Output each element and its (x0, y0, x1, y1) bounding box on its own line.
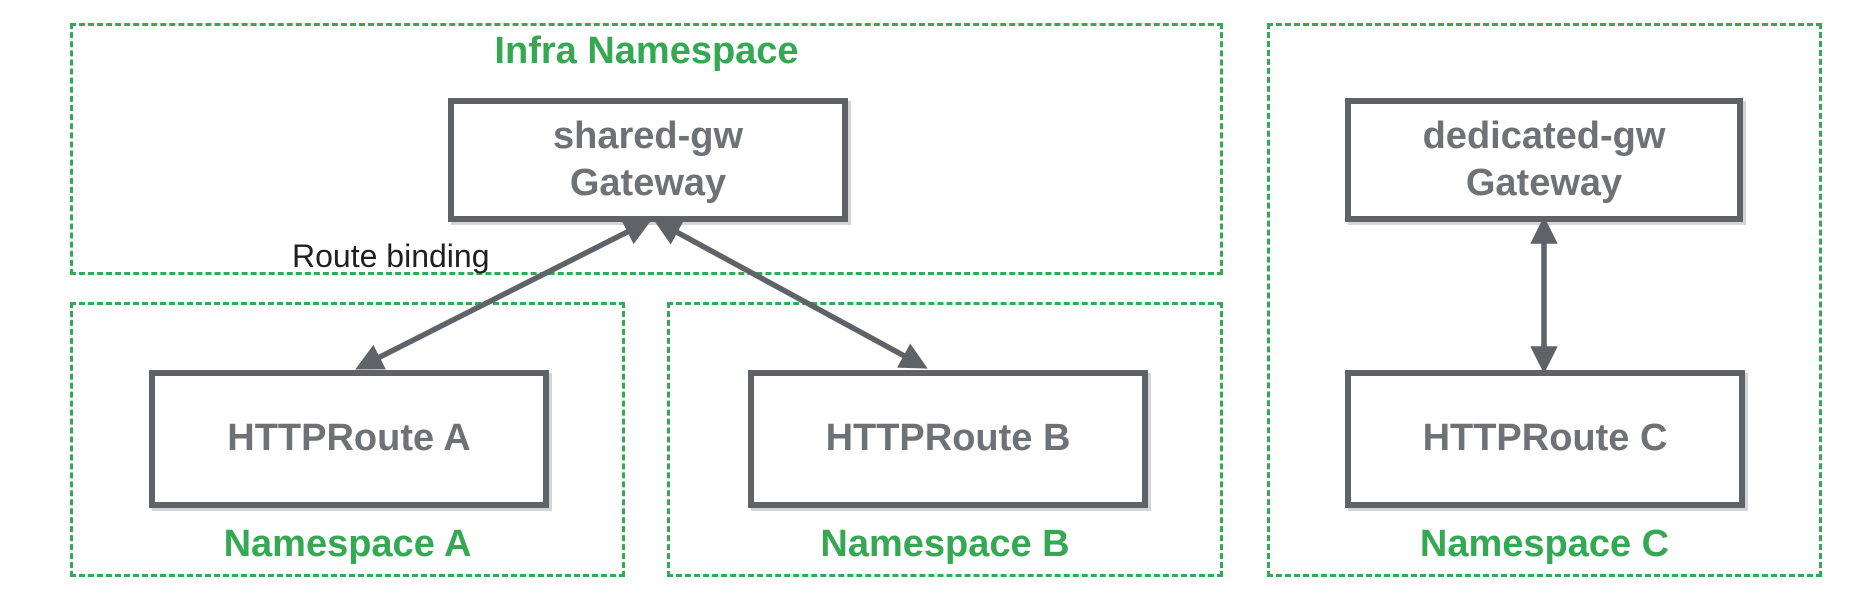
namespace-b-label: Namespace B (820, 523, 1070, 565)
shared-gw-kind: Gateway (569, 162, 727, 204)
namespace-a-box: HTTPRoute A Namespace A (70, 302, 625, 577)
httproute-a-node: HTTPRoute A (149, 370, 549, 508)
shared-gw-name: shared-gw (552, 114, 744, 157)
dedicated-gw-name: dedicated-gw (1422, 114, 1666, 157)
httproute-b-label: HTTPRoute B (825, 417, 1071, 460)
route-binding-label: Route binding (292, 238, 490, 274)
infra-namespace-label: Infra Namespace (494, 30, 799, 72)
httproute-c-node: HTTPRoute C (1345, 370, 1745, 508)
infra-namespace-box: Infra Namespace shared-gw Gateway (70, 23, 1223, 275)
namespace-a-label: Namespace A (223, 523, 472, 565)
httproute-a-label: HTTPRoute A (227, 417, 471, 460)
shared-gw-gateway-node: shared-gw Gateway (448, 98, 848, 222)
namespace-c-label: Namespace C (1419, 523, 1670, 565)
httproute-c-label: HTTPRoute C (1422, 417, 1668, 460)
namespace-b-box: HTTPRoute B Namespace B (667, 302, 1223, 577)
dedicated-gw-gateway-node: dedicated-gw Gateway (1345, 98, 1743, 222)
httproute-b-node: HTTPRoute B (748, 370, 1148, 508)
dedicated-gw-kind: Gateway (1465, 162, 1623, 204)
namespace-c-box: dedicated-gw Gateway HTTPRoute C Namespa… (1267, 23, 1822, 577)
